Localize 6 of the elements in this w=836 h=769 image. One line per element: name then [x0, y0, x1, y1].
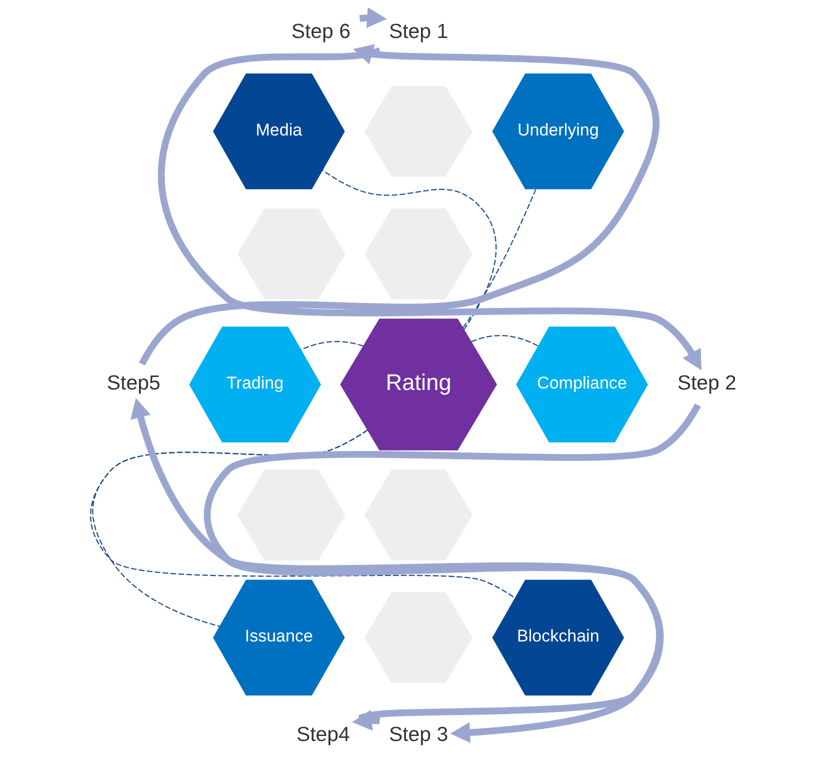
node-text: Step5 [106, 372, 160, 394]
node-text: Step4 [296, 724, 350, 746]
node-text: Step 6 [291, 21, 350, 44]
node-text: Step 1 [389, 21, 448, 44]
node-text: Step 3 [389, 724, 448, 746]
node-text: Step 2 [677, 372, 736, 394]
